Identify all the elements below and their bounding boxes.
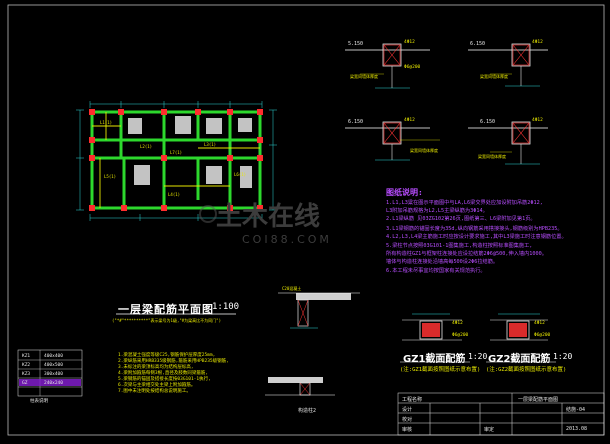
gz1-title: GZ1截面配筋 (403, 354, 466, 365)
tb-row: 校对 (402, 417, 413, 423)
svg-text:C20混凝土: C20混凝土 (282, 285, 301, 291)
gz1-note: (注:GZ1截面按照图纸示意布置) (400, 367, 481, 373)
beam-label: L3(1) (204, 142, 216, 147)
plan-subtitle: ("*#"**********"表示梁号为1级,"#为梁高比不为同门") (112, 318, 221, 323)
left-note: 1.梁混凝土强度等级C25,钢筋保护层厚度25mm, (118, 353, 216, 358)
svg-text:Φ6@200: Φ6@200 (452, 332, 469, 338)
left-note: 7.图中未注明处按结构总说明施工。 (118, 389, 191, 394)
level-label: 6.150 (348, 119, 363, 125)
level-label: 6.150 (480, 119, 495, 125)
svg-text:6.150: 6.150 (470, 41, 485, 47)
svg-text:4Φ12: 4Φ12 (534, 320, 545, 326)
note-line: 5.梁柱节点按照03G101-1图集施工,构造柱按照标准图集施工, (386, 243, 533, 249)
svg-text:梁宽同墙体厚度: 梁宽同墙体厚度 (478, 153, 506, 159)
note-line: 4.L2,L3,L4梁主筋施工时应按设计要求施工,其中L3梁施工时注意钢筋位置。 (386, 234, 567, 240)
tb-drawing-label: 一层梁配筋平面图 (518, 397, 559, 403)
legend-caption: 柱表说明 (30, 397, 48, 404)
gz2-scale: 1:20 (553, 352, 573, 361)
plan-top-dimensions (89, 101, 263, 108)
plan-columns (89, 109, 263, 211)
legend-val: 400x400 (44, 353, 63, 359)
svg-text:Φ6@200: Φ6@200 (534, 332, 551, 338)
tb-project-label: 工程名称 (402, 397, 423, 403)
left-note: 4.梁附加箍筋每侧3根,直径及肢数同梁箍筋, (118, 371, 209, 376)
svg-text:4Φ12: 4Φ12 (404, 39, 415, 45)
legend-key: KZ3 (22, 371, 30, 377)
plan-scale: 1:100 (212, 302, 240, 312)
svg-text:梁宽同墙体厚度: 梁宽同墙体厚度 (480, 73, 508, 79)
title-block (397, 392, 605, 436)
section-detail-2: 6.150 4Φ12 梁宽同墙体厚度 (468, 39, 548, 87)
notes-title: 图纸说明: (386, 188, 423, 197)
plan-beam-labels: L1(1) L2(1) L3(1) L4(1) L5(1) L6(1) L7(1… (100, 120, 246, 197)
legend-val: 240x240 (44, 380, 63, 386)
left-note: 6.次梁与主梁相交处主梁上附加箍筋。 (118, 383, 196, 388)
left-note: 5.梁钢筋的锚固及搭接长度按03G101-1执行, (118, 377, 211, 382)
plan-title: 一层梁配筋平面图 (118, 303, 214, 316)
gz2-title: GZ2截面配筋 (488, 354, 551, 365)
slab-detail: C20混凝土 (278, 285, 360, 329)
legend-key: KZ2 (22, 362, 30, 368)
svg-text:梁宽同墙体厚度: 梁宽同墙体厚度 (410, 147, 438, 153)
note-line: 6.本工程未尽事宜均按国家有关规范执行。 (386, 268, 486, 274)
plan-beams (92, 112, 260, 208)
small-detail-label: 构造柱2 (298, 407, 316, 414)
svg-text:4Φ12: 4Φ12 (452, 320, 463, 326)
svg-text:4Φ12: 4Φ12 (532, 117, 543, 123)
gz2-section: 4Φ12 Φ6@200 (490, 313, 551, 341)
column-detail-2: 构造柱2 (265, 377, 335, 414)
level-label: 5.150 (348, 41, 363, 47)
plan-bottom-dimensions (89, 214, 263, 221)
svg-text:梁宽同墙体厚度: 梁宽同墙体厚度 (350, 73, 378, 79)
watermark-logo (199, 205, 217, 223)
note-line: 3.L1梁钢筋的锚固长度为35d,纵向钢筋采用搭接接头,钢筋级别为HPB235。 (386, 226, 563, 232)
gz1-section: 4Φ12 Φ6@200 (402, 313, 469, 341)
svg-text:4Φ12: 4Φ12 (404, 117, 415, 123)
svg-text:4Φ12: 4Φ12 (532, 39, 543, 45)
tb-row: 审定 (484, 427, 495, 433)
note-line: 墙体与构造柱连接处沿墙高每500设2Φ6拉结筋。 (386, 259, 499, 265)
beam-plan: L1(1) L2(1) L3(1) L4(1) L5(1) L6(1) L7(1… (76, 101, 277, 221)
note-line: 2.L1梁纵筋 见03ZG102第26页,图纸第三、L6梁附加见第1页。 (386, 216, 536, 222)
legend-key: KZ1 (22, 353, 30, 359)
beam-label: L6(1) (234, 172, 246, 177)
tb-row: 设计 (402, 407, 413, 413)
tb-date: 2013.08 (566, 426, 588, 432)
note-line: L3附加吊筋规格为L2,L5主梁纵筋为3Φ14。 (386, 208, 488, 214)
left-note: 3.未标注的梁顶标高均为结构层标高, (118, 365, 194, 370)
beam-label: L1(1) (100, 120, 112, 125)
note-line: 所有构造柱GZ1与框架柱连接处应设拉结筋2Φ6@500,伸入墙内1000。 (386, 251, 547, 257)
plan-hatches (128, 116, 252, 188)
section-detail-4: 6.150 4Φ12 梁宽同墙体厚度 (468, 117, 548, 165)
beam-label: L2(1) (140, 144, 152, 149)
beam-label: L5(1) (104, 174, 116, 179)
plan-side-dimensions (76, 109, 277, 211)
gz2-note: (注:GZ2截面按照图纸示意布置) (486, 367, 567, 373)
beam-label: L7(1) (170, 150, 182, 155)
legend-val: 400x500 (44, 362, 63, 368)
beam-label: L4(1) (168, 192, 180, 197)
legend-val: 300x400 (44, 371, 63, 377)
sheet-border (7, 4, 605, 436)
section-details-top: 5.150 4Φ12 Φ6@200 梁宽同墙体厚度 6.150 4Φ12 梁宽同… (345, 39, 548, 165)
column-legend-table: KZ1 400x400 KZ2 400x500 KZ3 300x400 GZ 2… (17, 349, 83, 404)
watermark: 土木在线 COI88.COM (216, 202, 332, 246)
section-detail-3: 6.150 4Φ12 梁宽同墙体厚度 (345, 117, 440, 161)
note-line: 1.L1,L3粱在图示平面图中与LA,L6梁交界处应加设附加吊筋2Φ12, (386, 200, 543, 206)
legend-key: GZ (22, 380, 28, 386)
gz1-scale: 1:20 (468, 352, 488, 361)
tb-sheet: 结施-04 (566, 407, 586, 413)
section-detail-1: 5.150 4Φ12 Φ6@200 梁宽同墙体厚度 (345, 39, 430, 89)
svg-text:Φ6@200: Φ6@200 (404, 64, 421, 70)
tb-row: 审核 (402, 427, 413, 433)
left-note: 2.梁纵筋采用HRB335级钢筋,箍筋采用HPB235级钢筋, (118, 359, 229, 364)
